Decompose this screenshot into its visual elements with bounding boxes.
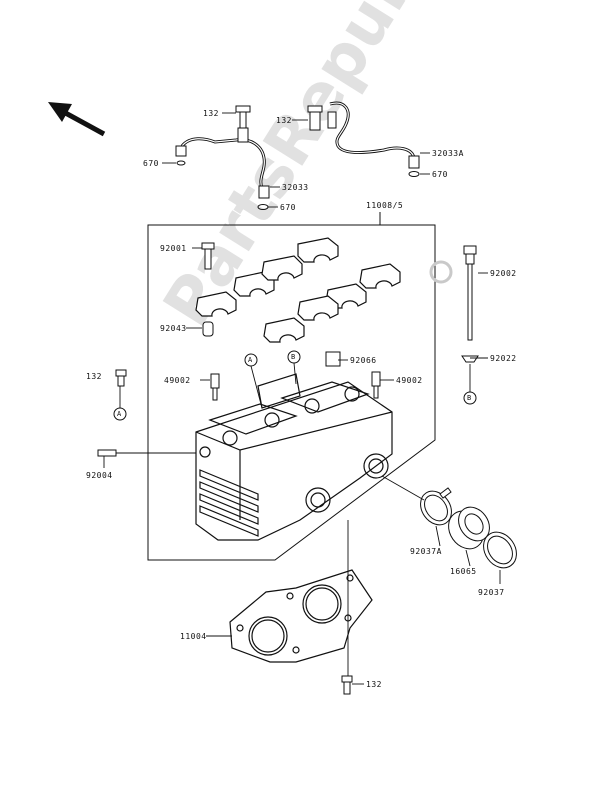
plug-49002-left bbox=[210, 373, 220, 401]
ref-label-a: A bbox=[248, 356, 253, 364]
stud-92002 bbox=[463, 245, 477, 341]
label-92001: 92001 bbox=[160, 244, 187, 253]
front-arrow-icon bbox=[48, 102, 106, 137]
assembly-frame bbox=[147, 224, 436, 561]
plug-92066 bbox=[325, 351, 341, 367]
label-92037: 92037 bbox=[478, 588, 505, 597]
camshaft-caps bbox=[195, 237, 401, 343]
label-49002: 49002 bbox=[164, 376, 191, 385]
ref-circles bbox=[113, 260, 477, 421]
leader-lines bbox=[103, 112, 501, 685]
clamp-92037 bbox=[483, 531, 517, 569]
clamp-92037a bbox=[420, 487, 452, 526]
label-92037a: 92037A bbox=[410, 547, 442, 556]
ref-label-a: A bbox=[117, 410, 122, 418]
bolt-92001 bbox=[201, 242, 215, 270]
label-92043: 92043 bbox=[160, 324, 187, 333]
bolt-132-bottom bbox=[341, 675, 353, 695]
washer-92022 bbox=[461, 355, 479, 363]
label-132: 132 bbox=[86, 372, 102, 381]
label-32033: 32033 bbox=[282, 183, 309, 192]
label-92022: 92022 bbox=[490, 354, 517, 363]
label-11004: 11004 bbox=[180, 632, 207, 641]
head-gasket-11004 bbox=[229, 569, 373, 663]
label-670: 670 bbox=[143, 159, 159, 168]
label-132: 132 bbox=[276, 116, 292, 125]
label-132: 132 bbox=[366, 680, 382, 689]
holder-16065 bbox=[448, 506, 490, 550]
dowel-92043 bbox=[202, 321, 214, 337]
label-132: 132 bbox=[203, 109, 219, 118]
stud-92004 bbox=[97, 449, 196, 457]
label-11008: 11008/5 bbox=[366, 201, 404, 210]
label-32033a: 32033A bbox=[432, 149, 464, 158]
label-92004: 92004 bbox=[86, 471, 113, 480]
bolt-132-left bbox=[115, 369, 127, 387]
label-670: 670 bbox=[280, 203, 296, 212]
oil-pipe-right bbox=[307, 101, 420, 177]
oil-pipe-left bbox=[175, 105, 270, 210]
cylinder-head bbox=[195, 373, 393, 541]
ref-label-b: B bbox=[467, 394, 472, 402]
plug-49002-right bbox=[371, 371, 381, 399]
label-16065: 16065 bbox=[450, 567, 477, 576]
label-670: 670 bbox=[432, 170, 448, 179]
label-49002: 49002 bbox=[396, 376, 423, 385]
label-92066: 92066 bbox=[350, 356, 377, 365]
label-92002: 92002 bbox=[490, 269, 517, 278]
ref-label-b: B bbox=[291, 353, 296, 361]
